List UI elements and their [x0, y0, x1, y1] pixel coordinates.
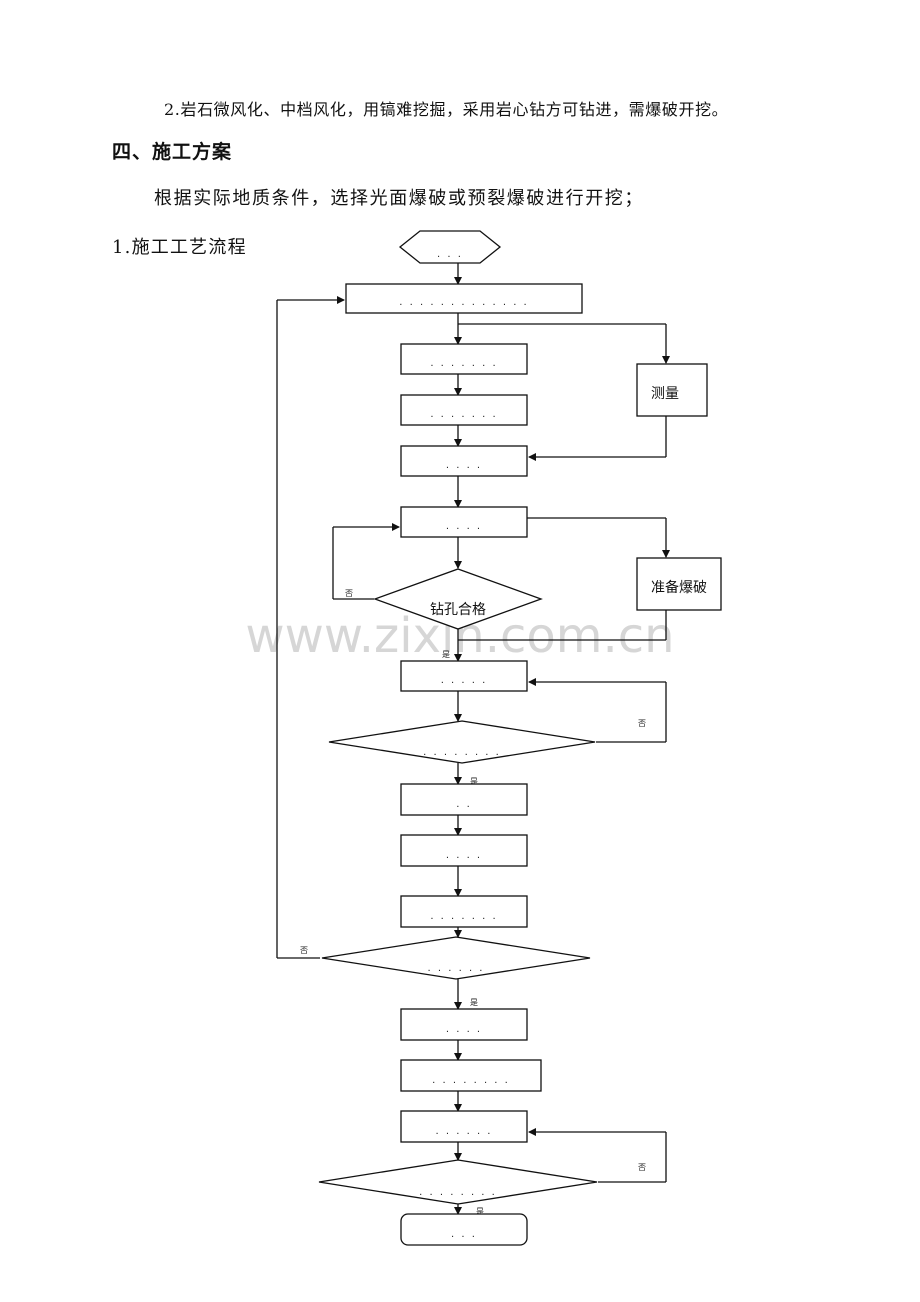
yes-mark: 是 [470, 998, 478, 1007]
no-mark: 否 [345, 589, 353, 598]
blast-prep-label: 准备爆破 [651, 579, 707, 596]
yes-mark: 是 [470, 777, 478, 786]
box-trim [400, 1008, 528, 1041]
box-level-label: · · · · [446, 853, 482, 864]
start-node [398, 230, 502, 264]
yes-mark: 是 [476, 1207, 484, 1216]
box-design [345, 283, 583, 314]
box-charge-blast-label: · · · · · [441, 678, 488, 689]
box-charge-blast [400, 660, 528, 692]
start-label-garbled: · · · [437, 252, 463, 263]
box-clear [400, 343, 528, 375]
box-accept-label: · · · · · · [436, 1129, 493, 1140]
no-mark: 否 [638, 1163, 646, 1172]
section-heading: 四、施工方案 [112, 141, 233, 163]
box-survey [636, 363, 708, 417]
box-level [400, 834, 528, 867]
box-drill-setup-label: · · · · [446, 463, 482, 474]
yes-mark: 是 [442, 650, 450, 659]
box-design-label: · · · · · · · · · · · · · [399, 300, 528, 311]
end-label-garbled: · · · [451, 1232, 477, 1243]
box-review-label: · · · · · · · · [432, 1078, 510, 1089]
no-mark: 否 [638, 719, 646, 728]
box-accept [400, 1110, 528, 1143]
box-drilling [400, 506, 528, 538]
no-mark: 否 [300, 946, 308, 955]
box-check [400, 895, 528, 928]
decision-final-ok-label: · · · · · · · · [419, 1190, 497, 1201]
box-blast-prep [636, 557, 722, 611]
decision-slope-ok [321, 936, 591, 980]
box-clear-label: · · · · · · · [430, 361, 497, 372]
box-mucking [400, 783, 528, 816]
decision-slope-ok-label: · · · · · · [428, 966, 485, 977]
box-drilling-label: · · · · [446, 524, 482, 535]
box-position [400, 394, 528, 426]
decision-blast-complete [328, 720, 596, 764]
method-paragraph: 根据实际地质条件，选择光面爆破或预裂爆破进行开挖； [154, 188, 644, 209]
box-check-label: · · · · · · · [430, 914, 497, 925]
box-mucking-label: · · [456, 802, 472, 813]
survey-label: 测量 [651, 386, 679, 402]
rock-condition-line: 2.岩石微风化、中档风化，用镐难挖掘，采用岩心钻方可钻进，需爆破开挖。 [164, 100, 729, 119]
decision-blast-complete-label: · · · · · · · · [423, 750, 501, 761]
box-position-label: · · · · · · · [430, 412, 497, 423]
box-trim-label: · · · · [446, 1027, 482, 1038]
end-node [400, 1213, 528, 1246]
drill-ok-label: 钻孔合格 [430, 602, 486, 618]
box-drill-setup [400, 445, 528, 477]
box-review [400, 1059, 542, 1092]
process-flow-heading: 1.施工工艺流程 [112, 237, 247, 258]
